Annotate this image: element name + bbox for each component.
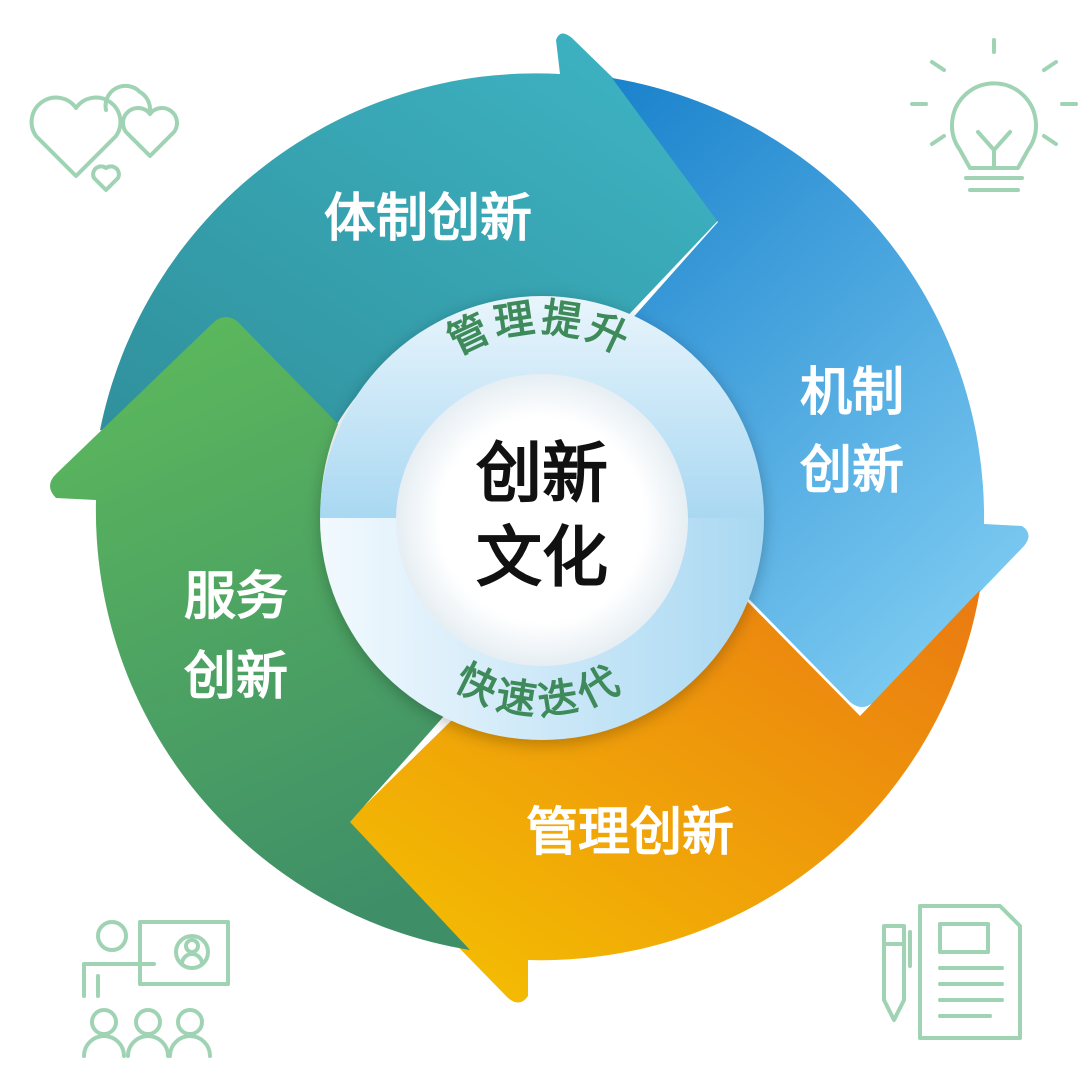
segment-orange-arrow — [348, 590, 980, 1003]
segment-label-right-line2: 创新 — [799, 441, 904, 501]
core-label-line1: 创新 — [476, 435, 608, 512]
segment-green-arrow — [50, 317, 470, 950]
segment-label-top: 体制创新 — [324, 189, 532, 249]
segment-label-right-line1: 机制 — [800, 363, 904, 423]
segment-label-left-line2: 创新 — [183, 647, 288, 707]
core-circle — [396, 374, 688, 666]
lightbulb-icon — [910, 38, 1078, 192]
document-pen-icon — [882, 904, 1022, 1040]
segment-blue-arrow — [612, 78, 1029, 707]
segment-label-bottom: 管理创新 — [526, 803, 734, 863]
core-label-line2: 文化 — [476, 519, 608, 596]
segment-label-left-line1: 服务 — [184, 567, 288, 627]
hearts-icon — [29, 83, 179, 192]
presentation-icon — [82, 920, 230, 1058]
